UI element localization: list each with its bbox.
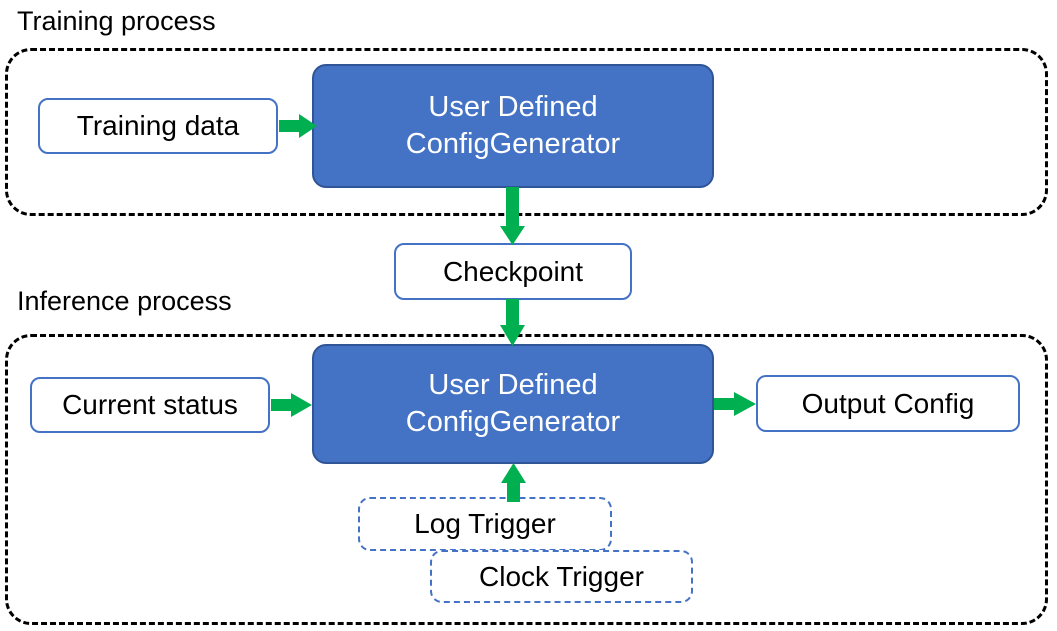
inference-generator-line-2: ConfigGenerator — [405, 406, 621, 438]
inference-process-label: Inference process — [17, 286, 232, 316]
training-process-container — [5, 48, 1048, 216]
node-clock-trigger-label: Clock Trigger — [479, 560, 644, 592]
node-checkpoint-label: Checkpoint — [442, 255, 584, 287]
inference-generator-line-1: User Defined — [428, 368, 598, 401]
node-log-trigger[interactable]: Log Trigger — [358, 497, 612, 551]
node-clock-trigger[interactable]: Clock Trigger — [430, 550, 693, 603]
node-inference-config-generator[interactable]: User Defined ConfigGenerator — [312, 344, 714, 464]
node-training-data-label: Training data — [76, 110, 240, 141]
node-current-status-label: Current status — [62, 389, 238, 420]
node-training-data[interactable]: Training data — [38, 98, 278, 154]
node-current-status[interactable]: Current status — [30, 377, 270, 433]
inference-process-container — [5, 334, 1048, 625]
node-log-trigger-label: Log Trigger — [414, 508, 556, 539]
node-training-config-generator[interactable]: User Defined ConfigGenerator — [312, 64, 714, 188]
training-generator-line-2: ConfigGenerator — [405, 128, 621, 160]
node-output-config[interactable]: Output Config — [756, 375, 1020, 432]
training-process-label: Training process — [17, 6, 216, 36]
training-generator-line-1: User Defined — [428, 90, 598, 123]
node-checkpoint[interactable]: Checkpoint — [394, 243, 632, 300]
node-output-config-label: Output Config — [801, 387, 975, 419]
